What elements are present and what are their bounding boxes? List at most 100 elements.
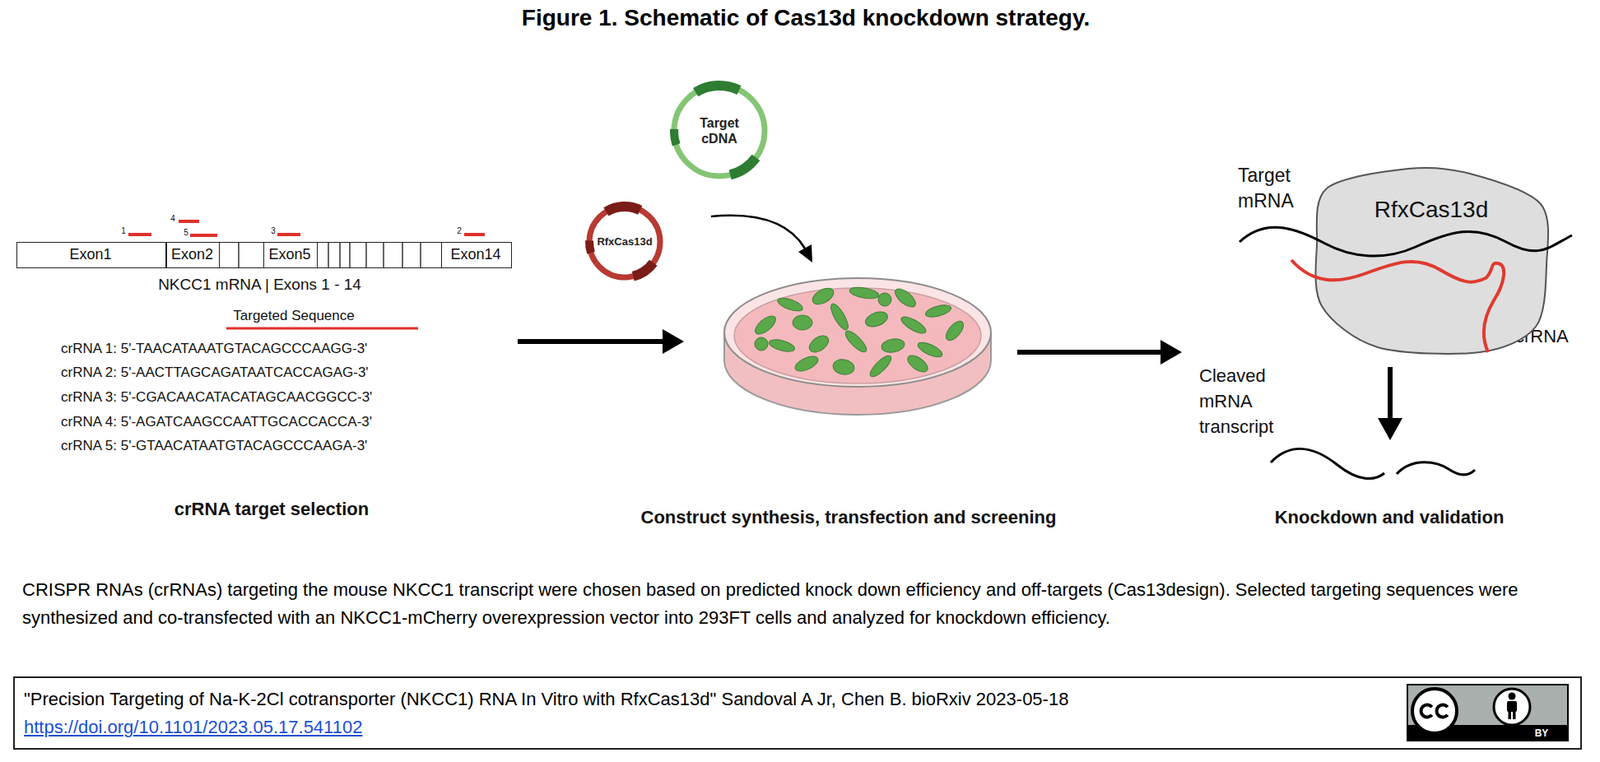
exon-dividers: [238, 241, 421, 269]
callout-number: 3: [270, 225, 276, 237]
crrna-sequence: crRNA 2: 5'-AACTTAGCAGATAATCACCAGAG-3': [60, 363, 369, 382]
target-bar: [190, 233, 218, 238]
citation-box: "Precision Targeting of Na-K-2Cl cotrans…: [13, 676, 1582, 750]
crrna-sequence: crRNA 1: 5'-TAACATAAATGTACAGCCCAAGG-3': [60, 339, 368, 358]
dish-rim: [724, 278, 991, 387]
protein-blob-outline: [1312, 162, 1552, 358]
crrna-sequence: crRNA 3: 5'-CGACAACATACATAGCAACGGCC-3': [60, 388, 373, 406]
citation-text: "Precision Targeting of Na-K-2Cl cotrans…: [23, 688, 1069, 712]
plasmid-segment: [729, 154, 761, 180]
sequence-underline: [226, 327, 419, 331]
callout-number: 1: [120, 225, 126, 237]
person-leg: [1508, 711, 1512, 720]
crrna-sequence: crRNA 5: 5'-GTAACATAATGTACAGCCCAAGA-3': [60, 437, 368, 455]
protein-label: RfxCas13d: [1374, 195, 1489, 224]
mrna-fragment: [1396, 462, 1475, 475]
exon-label: Exon2: [171, 245, 214, 265]
cell: [880, 337, 906, 355]
plasmid-segment: [632, 260, 658, 282]
exon-divider: [382, 241, 385, 269]
cell-group: [752, 284, 967, 380]
callout-label: Cleaved mRNA transcript: [1199, 362, 1298, 440]
cell: [827, 301, 852, 332]
target-bar: [464, 232, 485, 237]
protein-blob: RfxCas13d: [1312, 162, 1552, 358]
mrna-strip: NKCC1 mRNA | Exons 1 - 14Exon1Exon2Exon5…: [16, 241, 512, 269]
cell: [867, 353, 895, 381]
exon-box: Exon1: [16, 241, 167, 269]
license-badge: BY: [1406, 683, 1569, 742]
cc-glyph: [1435, 703, 1450, 720]
cell: [863, 309, 890, 331]
cell: [776, 295, 805, 314]
arrow-head: [1160, 339, 1182, 365]
arrow-head: [798, 244, 813, 263]
cell: [832, 358, 856, 377]
arrow-head: [1377, 418, 1403, 441]
plasmid-label: RfxCas13d: [596, 235, 652, 249]
target-bar: [277, 232, 301, 237]
plasmid-label: Target cDNA: [684, 115, 754, 147]
exon-label: Exon1: [69, 245, 112, 265]
panel-title: crRNA target selection: [174, 497, 369, 521]
flow-arrow: [517, 339, 667, 345]
badge-background: [1407, 684, 1568, 741]
exon-divider: [348, 241, 351, 269]
cell: [752, 312, 779, 338]
cell: [792, 315, 813, 331]
cell: [898, 313, 928, 336]
cc-glyph: [1419, 703, 1434, 720]
callout-label: Target mRNA: [1237, 162, 1312, 214]
plasmid-segment: [585, 240, 596, 255]
callout-number: 4: [170, 213, 176, 224]
cell: [754, 337, 768, 351]
exon-label: Exon5: [268, 245, 311, 265]
exon-divider: [327, 241, 330, 269]
curved-arrow: [711, 215, 805, 249]
crrna-strand: [1291, 260, 1504, 353]
panel-title: Knockdown and validation: [1274, 506, 1505, 530]
mrna-fragment: [1270, 449, 1385, 480]
cc-circle: [1412, 688, 1457, 734]
figure-caption: CRISPR RNAs (crRNAs) targeting the mouse…: [22, 576, 1582, 633]
cell: [806, 332, 832, 356]
target-mrna-strand: [1239, 227, 1573, 256]
cell: [943, 318, 968, 344]
target-bar: [128, 232, 152, 237]
arrow-head: [662, 329, 684, 354]
cell: [916, 339, 945, 360]
mrna-label: NKCC1 mRNA | Exons 1 - 14: [158, 274, 362, 295]
plasmid-circle: Target cDNA: [668, 79, 771, 182]
doi-link: https://doi.org/10.1101/2023.05.17.54110…: [23, 716, 363, 740]
flow-arrow: [1017, 349, 1165, 355]
figure-title: Figure 1. Schematic of Cas13d knockdown …: [521, 3, 1090, 33]
cell: [842, 328, 870, 356]
cell: [905, 352, 931, 376]
exon-box: Exon5: [263, 241, 318, 269]
cell: [878, 293, 892, 307]
exon-divider: [419, 241, 422, 269]
license-text: BY: [1534, 727, 1549, 740]
callout-number: 2: [456, 225, 462, 237]
exon-label: Exon14: [450, 245, 501, 265]
exon-box: Exon2: [166, 241, 220, 269]
crrna-sequence: crRNA 4: 5'-AGATCAAGCCAATTGCACCACCA-3': [60, 413, 373, 431]
exon-divider: [365, 241, 368, 269]
plasmid-segment: [603, 201, 642, 216]
callout-number: 5: [183, 227, 189, 238]
person-leg: [1512, 711, 1517, 720]
exon-box: Exon14: [441, 241, 512, 269]
person-head: [1508, 693, 1517, 701]
cell: [924, 302, 953, 320]
exon-divider: [401, 241, 404, 269]
cell: [767, 337, 796, 354]
dish-medium: [734, 288, 982, 384]
protein-body: [1315, 167, 1549, 354]
exon-divider: [237, 241, 240, 269]
person-body: [1506, 701, 1517, 712]
target-bar: [178, 219, 200, 224]
flow-arrow: [1387, 367, 1393, 422]
